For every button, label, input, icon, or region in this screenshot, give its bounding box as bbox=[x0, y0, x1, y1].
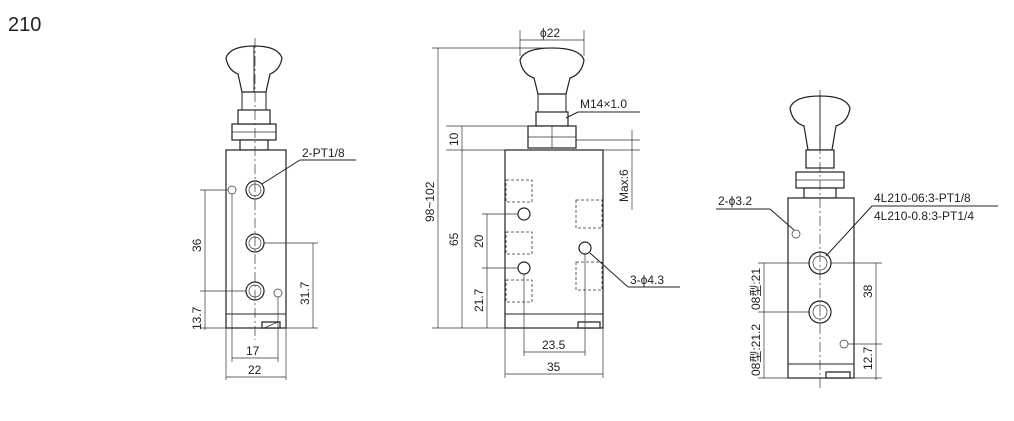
middle-hole-3 bbox=[578, 241, 592, 255]
left-port-callout: 2-PT1/8 bbox=[302, 146, 345, 160]
middle-view: 98~102 ϕ22 M14×1.0 10 65 20 21.7 Max:6 bbox=[423, 26, 680, 378]
middle-dim-overall: 98~102 bbox=[423, 181, 437, 222]
right-dim-08-21-2: 08型:21.2 bbox=[749, 324, 763, 376]
middle-dim-21-7: 21.7 bbox=[472, 288, 486, 312]
left-dim-36: 36 bbox=[190, 238, 204, 252]
right-dim-08-21: 08型:21 bbox=[749, 268, 763, 310]
middle-max-stroke: Max:6 bbox=[617, 169, 631, 202]
right-port-08: 4L210-0.8:3-PT1/4 bbox=[874, 209, 974, 223]
left-dim-31-7: 31.7 bbox=[298, 281, 312, 305]
middle-hole-2 bbox=[517, 261, 531, 275]
left-dim-17: 17 bbox=[246, 344, 260, 358]
middle-hole-1 bbox=[517, 207, 531, 221]
left-dim-13-7: 13.7 bbox=[190, 306, 204, 330]
middle-body bbox=[504, 149, 604, 329]
left-dim-22: 22 bbox=[248, 363, 262, 377]
middle-dim-knob: ϕ22 bbox=[540, 26, 560, 40]
right-dim-12-7: 12.7 bbox=[861, 346, 875, 370]
middle-dim-10: 10 bbox=[447, 132, 461, 146]
middle-knob bbox=[519, 47, 585, 95]
right-view: 2-ϕ3.2 4L210-06:3-PT1/8 4L210-0.8:3-PT1/… bbox=[716, 90, 998, 390]
right-body bbox=[787, 197, 855, 379]
middle-dim-23-5: 23.5 bbox=[542, 338, 566, 352]
middle-dim-35: 35 bbox=[547, 360, 561, 374]
right-port-06: 4L210-06:3-PT1/8 bbox=[874, 191, 971, 205]
middle-dim-20: 20 bbox=[472, 234, 486, 248]
middle-thread: M14×1.0 bbox=[580, 97, 627, 111]
model-number: 210 bbox=[8, 14, 42, 36]
middle-mount-holes: 3-ϕ4.3 bbox=[630, 273, 664, 287]
right-dim-38: 38 bbox=[861, 284, 875, 298]
left-view: 2-PT1/8 36 13.7 31.7 17 22 bbox=[190, 38, 356, 380]
middle-dim-65: 65 bbox=[447, 232, 461, 246]
right-hole-callout: 2-ϕ3.2 bbox=[718, 194, 752, 208]
